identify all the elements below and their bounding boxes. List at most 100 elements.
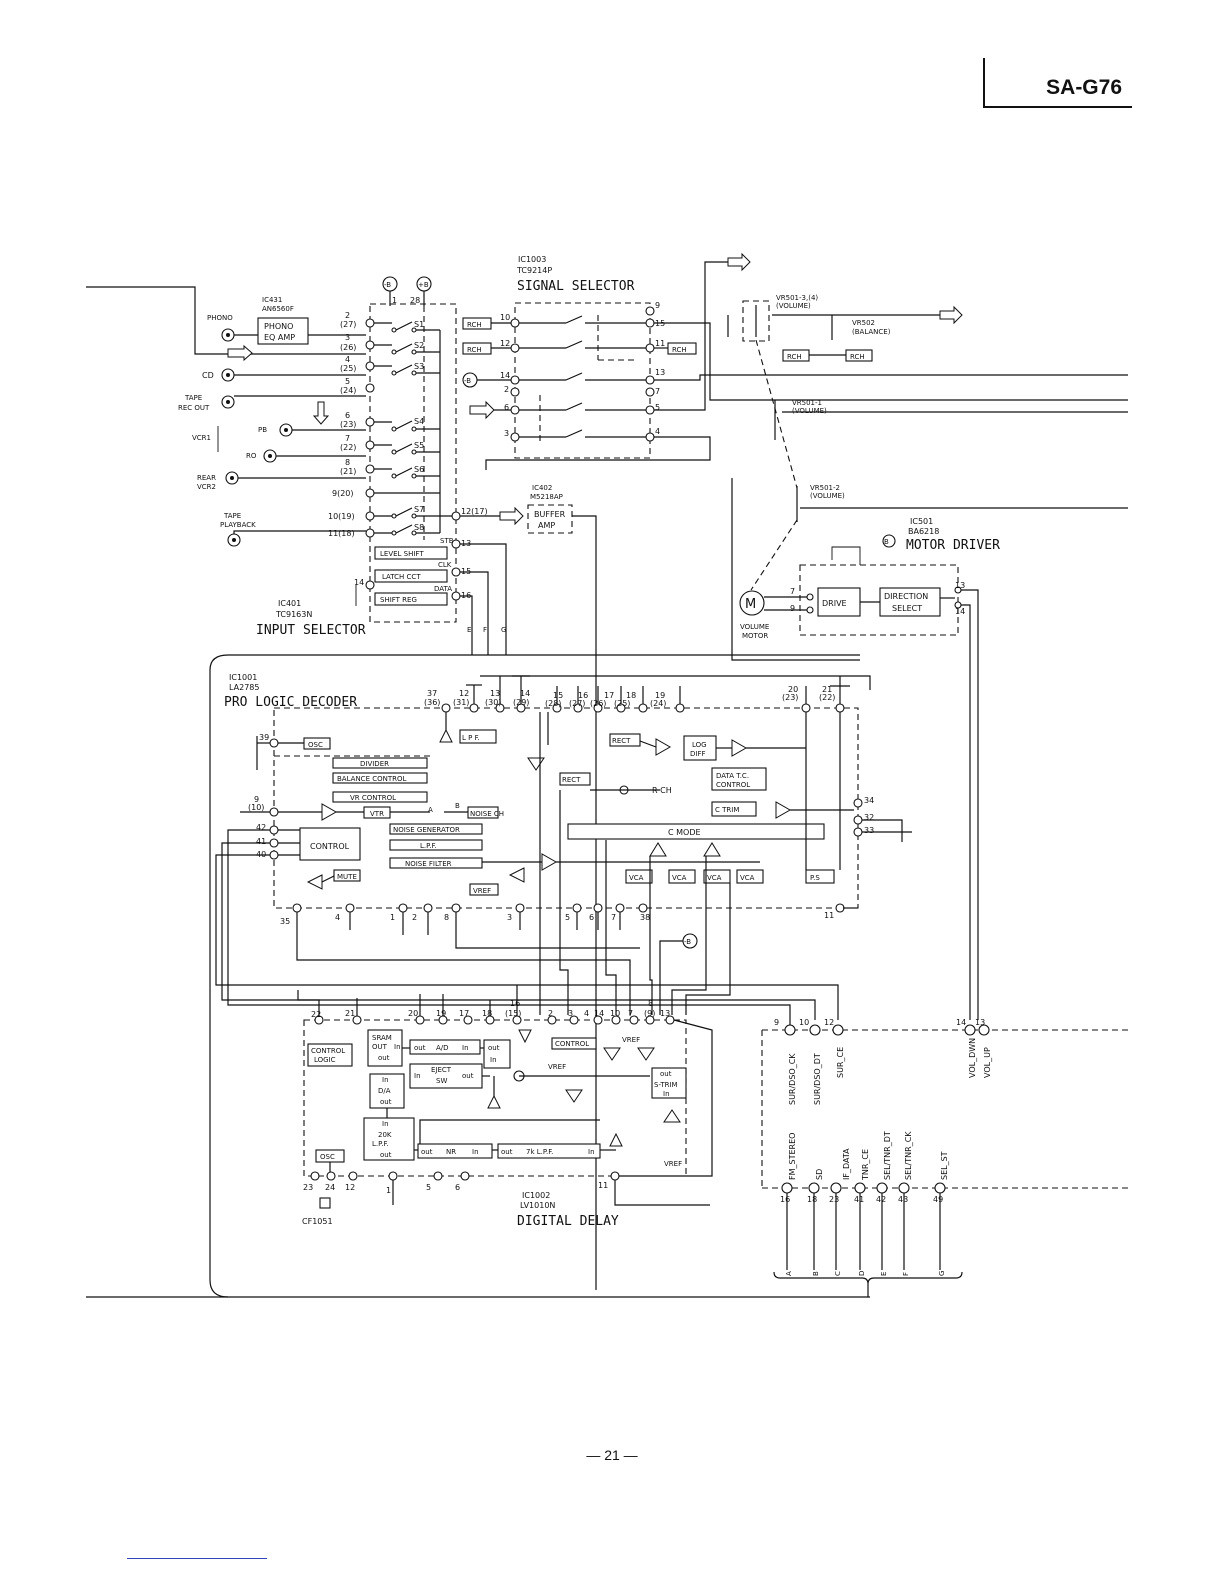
svg-text:7: 7 (655, 387, 660, 396)
svg-text:In: In (663, 1090, 670, 1098)
svg-text:5: 5 (655, 403, 660, 412)
svg-text:3: 3 (507, 913, 512, 922)
ic1001-block-vca3: VCA (707, 874, 722, 882)
bus-sig-sd: SD (815, 1169, 824, 1180)
model-number: SA-G76 (1046, 76, 1122, 99)
svg-text:6: 6 (345, 411, 350, 420)
svg-text:1: 1 (392, 296, 397, 305)
svg-text:14: 14 (520, 689, 530, 698)
ic1001-block-lpf: L.P.F. (420, 842, 437, 850)
connector-f: F (902, 1272, 910, 1276)
ic1001-block-cmode: C MODE (668, 828, 701, 837)
bus-sig-vol-dwn: VOL_DWN (968, 1038, 977, 1078)
ic1002-block-control: CONTROL (311, 1047, 345, 1055)
vr5013-ref: VR501-3,(4) (776, 294, 818, 302)
svg-text:3: 3 (568, 1009, 573, 1018)
ic501-block-drive: DRIVE (822, 599, 847, 608)
ic501-block-select: SELECT (892, 604, 922, 613)
svg-text:6: 6 (455, 1183, 460, 1192)
ic1003-title: SIGNAL SELECTOR (517, 279, 635, 294)
model-header: SA-G76 (983, 58, 1132, 108)
ic401-block-latch: LATCH CCT (382, 573, 421, 581)
svg-text:(21): (21) (340, 467, 356, 476)
rch-tag-1: RCH (467, 321, 482, 329)
ic1001-title: PRO LOGIC DECODER (224, 695, 357, 710)
svg-text:33: 33 (864, 826, 874, 835)
switch-s2: S2 (414, 341, 424, 350)
ic431-block-line1: PHONO (264, 322, 293, 331)
svg-text:38: 38 (640, 913, 650, 922)
ic1002-ref: IC1002 (522, 1191, 550, 1200)
motor-label-2: MOTOR (742, 632, 768, 640)
rch-tag-5: RCH (850, 353, 865, 361)
svg-text:out: out (660, 1070, 672, 1078)
ic402-buffer-amp: IC402 M5218AP BUFFER AMP (460, 484, 597, 1290)
svg-text:(36): (36) (424, 698, 440, 707)
ic401-pins: 2(27) 3(26) 4(25) 5(24) 6(23) 7(22) 8(21… (328, 311, 488, 601)
svg-text:1: 1 (386, 1186, 391, 1195)
ic1001-block-datatc: DATA T.C. (716, 772, 749, 780)
connector-c: C (834, 1271, 842, 1276)
ic402-ref: IC402 (532, 484, 552, 492)
ic431-part: AN6560F (262, 305, 294, 313)
jack-phono-label: PHONO (207, 314, 233, 322)
jack-vcr2-label: VCR2 (197, 483, 216, 491)
ic1001-rch: R CH (652, 786, 672, 795)
jack-pb-label: PB (258, 426, 267, 434)
switch-s8: S8 (414, 523, 424, 532)
bus-pin-18: 18 (807, 1195, 817, 1204)
ic1002-block-sram-out: OUT (372, 1043, 388, 1051)
svg-text:14: 14 (594, 1009, 604, 1018)
svg-text:18: 18 (482, 1009, 492, 1018)
ic1001-block-vtr: VTR (370, 810, 384, 818)
svg-text:37: 37 (427, 689, 437, 698)
jack-cd-label: CD (202, 371, 214, 380)
svg-text:2: 2 (504, 385, 509, 394)
vr5011-name: (VOLUME) (792, 407, 827, 415)
control-bus: 9 10 12 14 13 SUR/DSO_CK SUR/DSO_DT SUR_… (761, 1018, 1128, 1297)
ic1001-block-noisegen: NOISE GENERATOR (393, 826, 460, 834)
ic1001-block-diff: DIFF (690, 750, 706, 758)
svg-text:23: 23 (303, 1183, 313, 1192)
svg-text:5: 5 (426, 1183, 431, 1192)
ref-plus-b-1: +B (418, 281, 429, 289)
svg-text:12(17): 12(17) (461, 507, 488, 516)
svg-text:3: 3 (504, 429, 509, 438)
ic431-block-line2: EQ AMP (264, 333, 295, 342)
svg-text:13: 13 (490, 689, 500, 698)
bus-sig-if-data: IF_DATA (842, 1148, 851, 1180)
svg-text:12: 12 (345, 1183, 355, 1192)
ic501-title: MOTOR DRIVER (906, 538, 1000, 553)
svg-text:19: 19 (436, 1009, 446, 1018)
connector-b: B (812, 1271, 820, 1276)
ic1002-block-20klpf: L.P.F. (372, 1140, 389, 1148)
svg-text:out: out (380, 1151, 392, 1159)
ic1001-block-ps: P.S (810, 874, 820, 882)
bus-sig-fm-stereo: FM_STEREO (788, 1133, 797, 1180)
jack-ro-label: RO (246, 452, 257, 460)
switch-s6: S6 (414, 465, 424, 474)
svg-text:(30): (30) (485, 698, 501, 707)
ic1002-bottom-pins: 23 24 12 1 5 6 11 (303, 1171, 620, 1195)
svg-text:(9): (9) (644, 1009, 655, 1018)
svg-text:In: In (414, 1072, 421, 1080)
svg-text:(27): (27) (340, 320, 356, 329)
svg-text:(24): (24) (340, 386, 356, 395)
svg-text:7: 7 (345, 434, 350, 443)
svg-text:6: 6 (504, 403, 509, 412)
svg-text:12: 12 (500, 339, 510, 348)
svg-text:32: 32 (864, 813, 874, 822)
svg-text:out: out (501, 1148, 513, 1156)
svg-text:7: 7 (611, 913, 616, 922)
ic401-clk: CLK (438, 561, 452, 569)
svg-text:out: out (421, 1148, 433, 1156)
vr5013-name: (VOLUME) (776, 302, 811, 310)
svg-text:In: In (382, 1076, 389, 1084)
svg-text:13: 13 (655, 368, 665, 377)
ic402-block-line2: AMP (538, 521, 555, 530)
svg-text:34: 34 (864, 796, 874, 805)
ic1003-ref: IC1003 (518, 255, 546, 264)
rch-tag-2: RCH (467, 346, 482, 354)
ic401-input-selector: -B +B 28 1 2(27) 3(26) 4(25) 5(24) 6(23)… (256, 276, 507, 655)
